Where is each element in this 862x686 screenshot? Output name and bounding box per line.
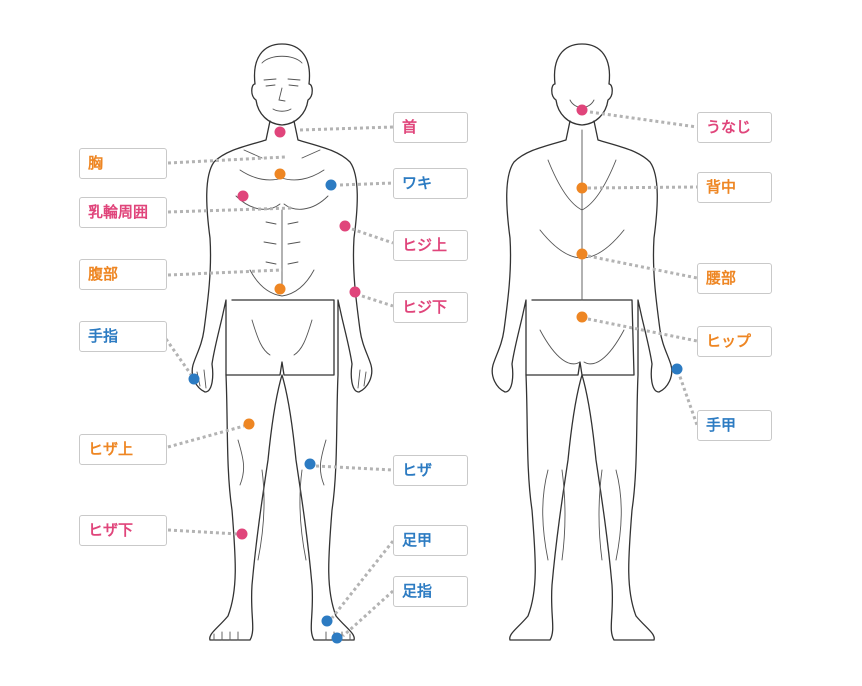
- label-hip[interactable]: ヒップ: [697, 326, 772, 357]
- label-knee[interactable]: ヒザ: [393, 455, 468, 486]
- label-lower-back[interactable]: 腰部: [697, 263, 772, 294]
- label-armpit[interactable]: ワキ: [393, 168, 468, 199]
- dot-armpit[interactable]: [325, 179, 337, 191]
- dot-lower-knee[interactable]: [236, 528, 248, 540]
- label-upper-elbow[interactable]: ヒジ上: [393, 230, 468, 261]
- label-upper-knee[interactable]: ヒザ上: [79, 434, 167, 465]
- label-neck[interactable]: 首: [393, 112, 468, 143]
- dot-upper-elbow[interactable]: [339, 220, 351, 232]
- dot-areola[interactable]: [237, 190, 249, 202]
- dot-back[interactable]: [576, 182, 588, 194]
- label-areola[interactable]: 乳輪周囲: [79, 197, 167, 228]
- dot-neck[interactable]: [274, 126, 286, 138]
- dot-fingers[interactable]: [188, 373, 200, 385]
- label-lower-knee[interactable]: ヒザ下: [79, 515, 167, 546]
- dot-abdomen[interactable]: [274, 283, 286, 295]
- label-back[interactable]: 背中: [697, 172, 772, 203]
- dot-nape[interactable]: [576, 104, 588, 116]
- label-abdomen[interactable]: 腹部: [79, 259, 167, 290]
- label-toes[interactable]: 足指: [393, 576, 468, 607]
- leader-lines: [164, 110, 699, 638]
- dot-back-of-hand[interactable]: [671, 363, 683, 375]
- dot-knee[interactable]: [304, 458, 316, 470]
- dot-hip[interactable]: [576, 311, 588, 323]
- dot-instep[interactable]: [321, 615, 333, 627]
- point-markers: [188, 104, 683, 644]
- dot-lower-elbow[interactable]: [349, 286, 361, 298]
- label-back-of-hand[interactable]: 手甲: [697, 410, 772, 441]
- dot-chest[interactable]: [274, 168, 286, 180]
- label-instep[interactable]: 足甲: [393, 525, 468, 556]
- label-nape[interactable]: うなじ: [697, 112, 772, 143]
- label-chest[interactable]: 胸: [79, 148, 167, 179]
- label-fingers[interactable]: 手指: [79, 321, 167, 352]
- dot-lower-back[interactable]: [576, 248, 588, 260]
- dot-toes[interactable]: [331, 632, 343, 644]
- label-lower-elbow[interactable]: ヒジ下: [393, 292, 468, 323]
- back-figure: [491, 43, 673, 641]
- dot-upper-knee[interactable]: [243, 418, 255, 430]
